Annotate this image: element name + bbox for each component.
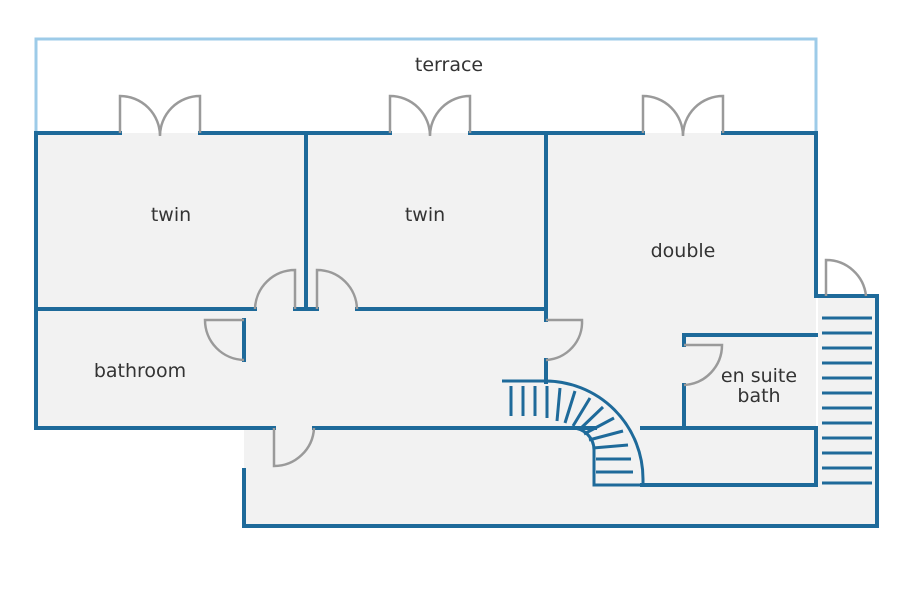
en-suite-walls [682,333,818,430]
stair-tread [592,443,629,450]
stair-tread [563,390,577,424]
terrace-label: terrace [415,54,483,76]
landing-floor [244,428,877,526]
doors [118,94,868,468]
terrace-door-right [641,94,725,137]
twin-left-label: twin [151,204,191,226]
terrace-door-left [118,94,202,137]
terrace-door-center [388,94,472,137]
straight-stair [822,316,872,485]
twin-center-door [315,268,359,310]
stair-tread [577,405,605,432]
bathroom-label: bathroom [94,360,186,382]
landing-inner-wall [640,428,818,487]
walls [34,131,879,528]
spiral-stair [502,379,645,487]
bathroom-door [203,318,245,362]
bathroom-floor [36,309,244,428]
stair-tread [555,387,562,422]
twin-center-label: twin [405,204,445,226]
double-floor [546,133,816,430]
spiral-stair-inner [545,426,643,487]
twin-left-door [253,268,297,310]
stair-enclosure [242,294,879,528]
double-door [545,318,584,362]
twin-center-floor [306,133,546,309]
stair-tread [571,397,592,427]
hall-door [272,427,316,468]
stair-tread [588,429,624,442]
en-suite-label: en suite [721,365,797,387]
room-labels: terrace twin twin double bathroom en sui… [94,54,797,407]
en-suite-door [683,343,724,387]
spiral-stair-treads [509,386,633,474]
spiral-stair-outer [502,379,645,485]
stair-tread [583,416,615,436]
double-label: double [651,240,716,262]
en-suite-label-line-2: bath [737,385,780,407]
twin-left-floor [36,133,306,309]
terrace-outline [34,37,818,133]
hallway-floor [244,309,546,430]
floor-fills [36,133,877,526]
stair-door [824,258,868,297]
outer-wall-left [34,131,246,430]
